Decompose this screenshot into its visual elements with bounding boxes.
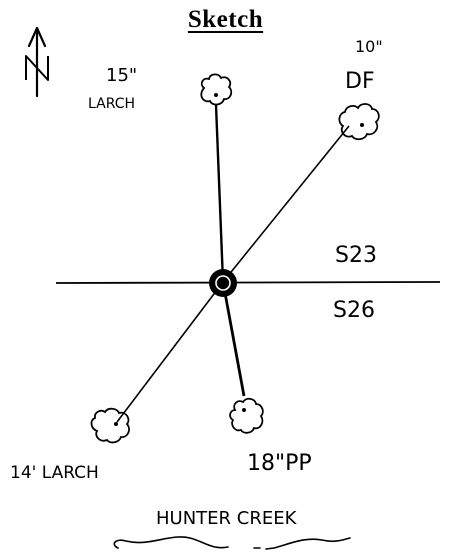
tree-ne-icon bbox=[338, 103, 380, 141]
north-arrow-icon bbox=[25, 26, 49, 98]
tree-sw-icon bbox=[90, 407, 130, 444]
section-lower-label: S26 bbox=[333, 298, 375, 323]
bearing-line-s bbox=[221, 281, 246, 397]
creek-label: HUNTER CREEK bbox=[156, 508, 298, 529]
bearing-line-ne bbox=[222, 125, 350, 283]
section-upper-label: S23 bbox=[335, 243, 377, 268]
tree-s-icon bbox=[229, 397, 264, 434]
tree-nw-icon bbox=[200, 73, 233, 106]
north-letter-icon bbox=[25, 55, 49, 81]
section-line bbox=[55, 281, 441, 284]
sketch-title: Sketch bbox=[187, 6, 264, 33]
tree-ne-size: 10" bbox=[355, 37, 383, 56]
tree-s-label: 18"PP bbox=[247, 451, 312, 476]
corner-monument-icon bbox=[209, 269, 237, 297]
creek-line-icon bbox=[113, 536, 351, 550]
bearing-line-sw bbox=[116, 281, 224, 423]
bearing-line-nw bbox=[214, 104, 225, 283]
tree-nw-size: 15" bbox=[106, 65, 137, 86]
tree-ne-species: DF bbox=[345, 69, 375, 94]
tree-sw-label: 14' LARCH bbox=[10, 463, 99, 483]
tree-nw-species: LARCH bbox=[88, 96, 135, 112]
